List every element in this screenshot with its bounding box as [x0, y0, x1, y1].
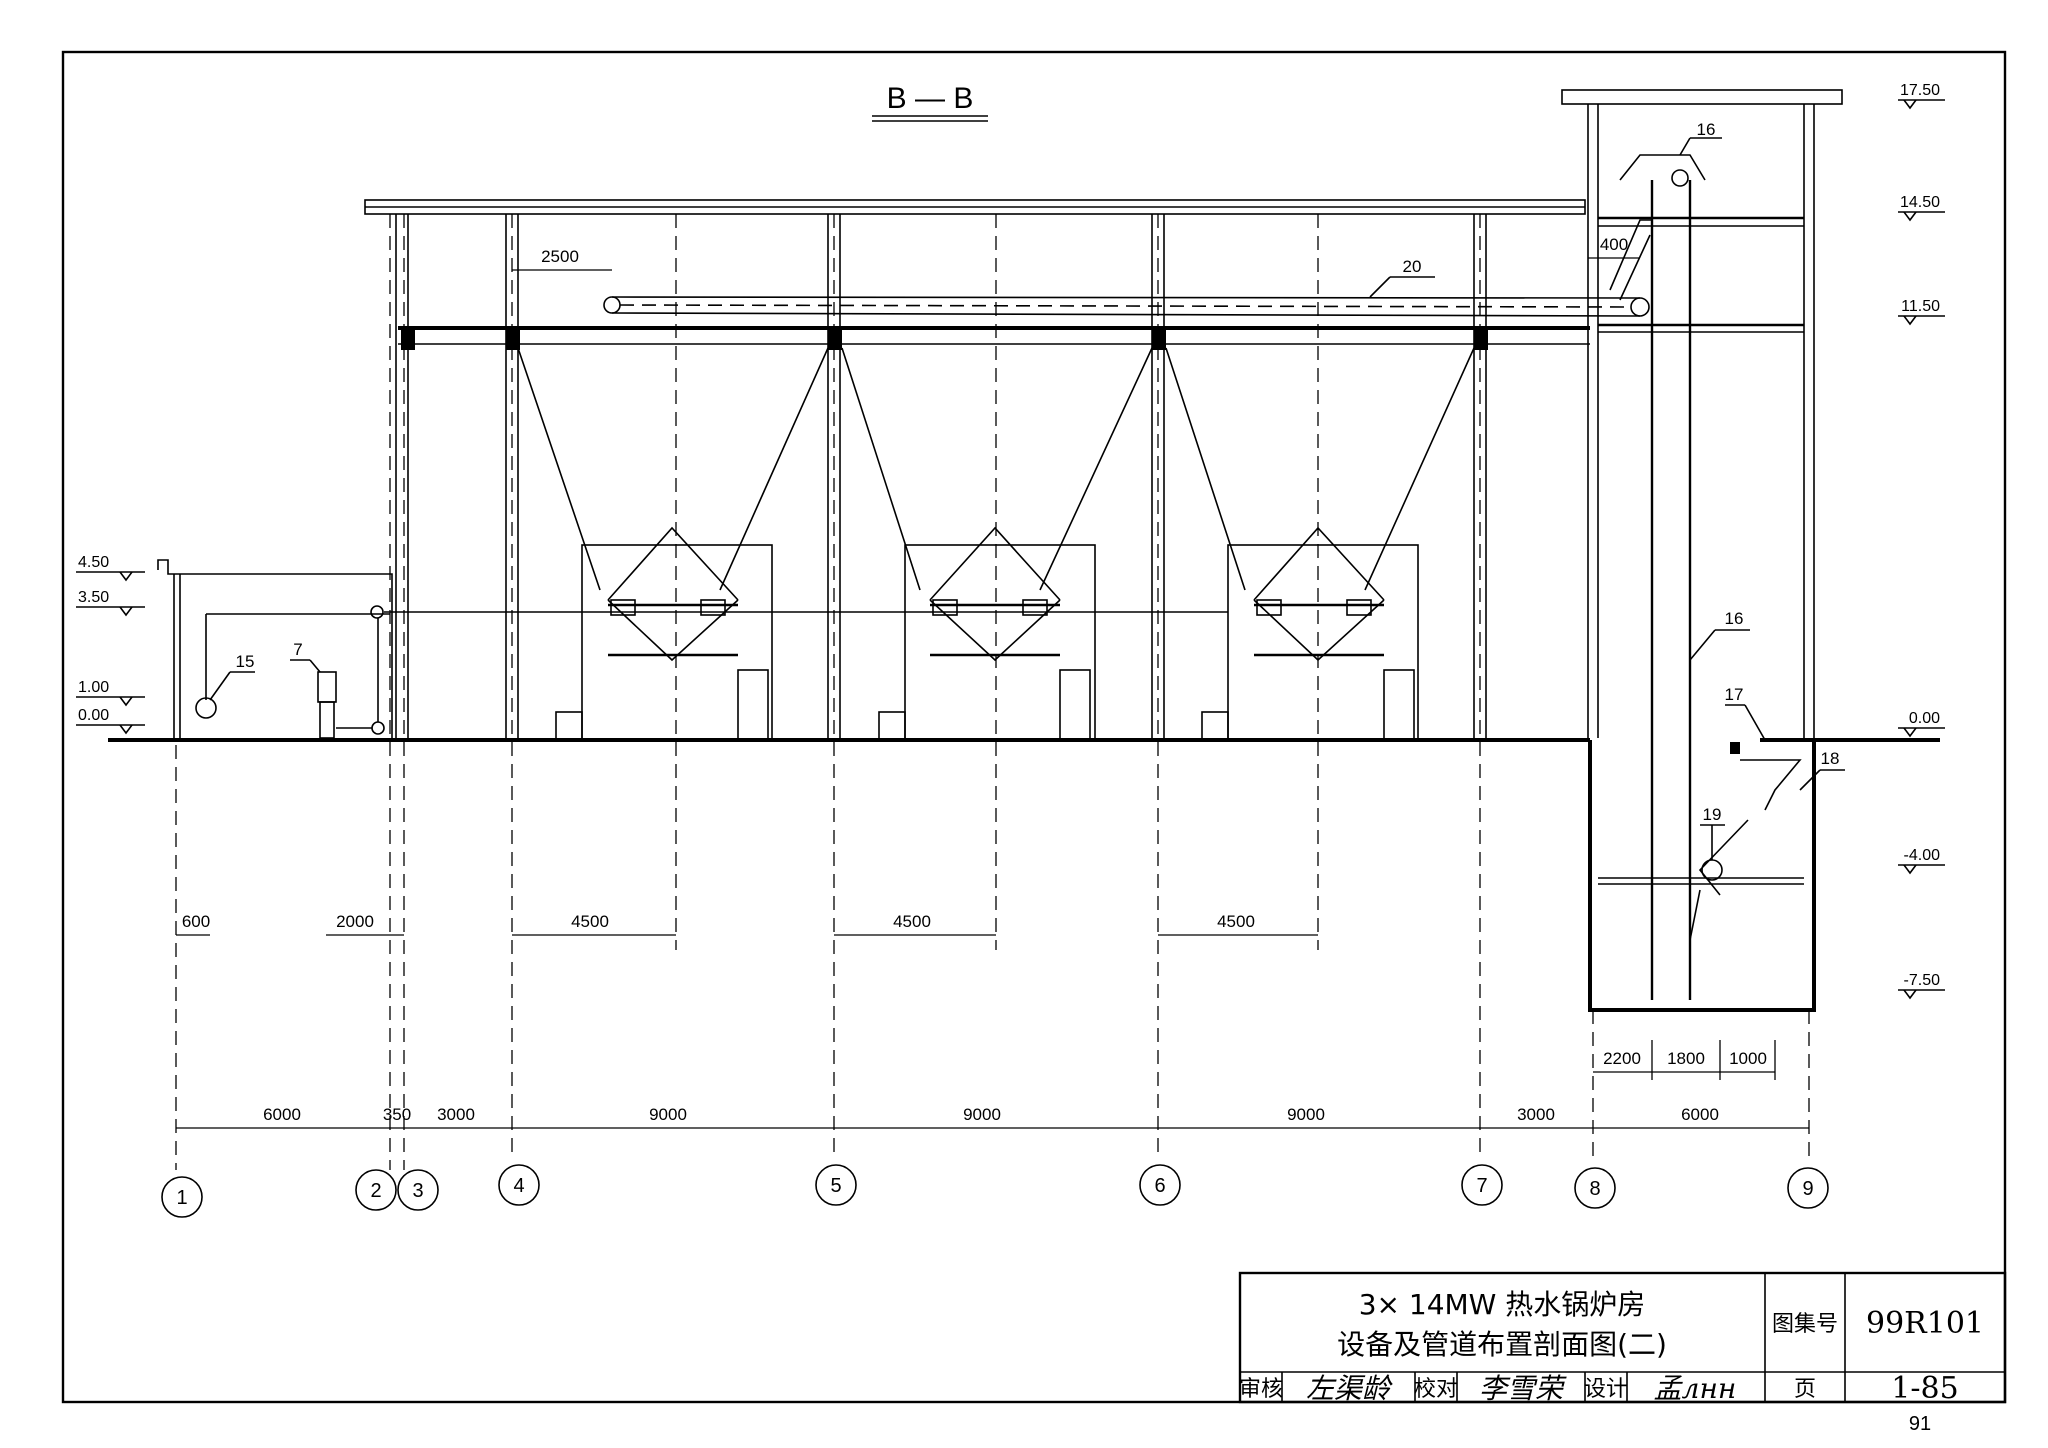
boiler-3	[1201, 526, 1419, 741]
dimension-row-2	[1593, 1040, 1776, 1080]
dim-9000-c: 9000	[1287, 1105, 1325, 1124]
section-title: B — B	[887, 82, 974, 115]
elevation-11-50: 11.50	[1901, 298, 1940, 315]
dim-1000: 1000	[1729, 1049, 1767, 1068]
axis-bubbles	[161, 1164, 1829, 1218]
dim-4500-c: 4500	[1217, 912, 1255, 931]
axis-3: 3	[412, 1180, 423, 1202]
axis-4: 4	[513, 1175, 524, 1197]
dim-4500-a: 4500	[571, 912, 609, 931]
boiler-1	[555, 526, 773, 741]
elevation-14-50: 14.50	[1900, 194, 1940, 211]
sheet-border	[61, 50, 2007, 1404]
dim-2500: 2500	[541, 247, 579, 266]
dim-9000-b: 9000	[963, 1105, 1001, 1124]
elevation-1-00: 1.00	[78, 679, 109, 696]
callout-20: 20	[1403, 257, 1422, 276]
page-number: 1-85	[1891, 1371, 1958, 1406]
dim-1800: 1800	[1667, 1049, 1705, 1068]
review-signature: 左渠龄	[1306, 1372, 1393, 1405]
dim-2200: 2200	[1603, 1049, 1641, 1068]
drawing-title-line2: 设备及管道布置剖面图(二)	[1337, 1328, 1667, 1361]
design-signature: 孟лнн	[1654, 1372, 1737, 1405]
elevation-3-50: 3.50	[78, 589, 109, 606]
review-label: 审核	[1239, 1377, 1283, 1402]
elevation-17-50: 17.50	[1900, 82, 1940, 99]
axis-9: 9	[1802, 1178, 1813, 1200]
axis-5: 5	[830, 1175, 841, 1197]
pump-room	[157, 559, 1228, 739]
axis-7: 7	[1476, 1175, 1487, 1197]
dim-3000-b: 3000	[1517, 1105, 1555, 1124]
elevator-pit	[1588, 740, 1816, 1012]
design-label: 设计	[1584, 1377, 1628, 1402]
callout-leaders	[209, 137, 1845, 860]
elevation-marks-right	[1898, 99, 1945, 1000]
check-signature: 李雪荣	[1479, 1372, 1567, 1405]
axis-2: 2	[370, 1180, 381, 1202]
atlas-number: 99R101	[1866, 1306, 1984, 1341]
bin-support-beam	[398, 326, 1590, 350]
dim-6000-b: 6000	[1681, 1105, 1719, 1124]
dim-9000-a: 9000	[649, 1105, 687, 1124]
columns	[395, 214, 1487, 738]
bucket-elevator-tower	[1561, 89, 1843, 1000]
callout-18: 18	[1821, 749, 1840, 768]
elevation-0-00-right: 0.00	[1909, 710, 1940, 727]
elevation-0-00-left: 0.00	[78, 707, 109, 724]
dim-4500-b: 4500	[893, 912, 931, 931]
coal-bins	[517, 347, 1475, 591]
callout-19: 19	[1703, 805, 1722, 824]
axis-6: 6	[1154, 1175, 1165, 1197]
elevation-marks-left	[76, 571, 145, 735]
page-label: 页	[1794, 1377, 1816, 1402]
dim-350: 350	[383, 1105, 411, 1124]
dim-600: 600	[182, 912, 210, 931]
callout-15: 15	[236, 652, 255, 671]
callout-16-mid: 16	[1725, 609, 1744, 628]
callout-7: 7	[293, 640, 302, 659]
elevation-neg-4-00: -4.00	[1904, 847, 1941, 864]
dim-6000-a: 6000	[263, 1105, 301, 1124]
dim-2000: 2000	[336, 912, 374, 931]
sheet-number: 91	[1909, 1413, 1931, 1435]
roof	[364, 199, 1586, 215]
belt-conveyor-20	[603, 296, 1650, 317]
check-label: 校对	[1414, 1377, 1458, 1402]
elevation-4-50: 4.50	[78, 554, 109, 571]
axis-lines	[175, 214, 1810, 1170]
callout-16-top: 16	[1697, 120, 1716, 139]
boiler-2	[878, 526, 1096, 741]
drawing-title-line1: 3× 14MW 热水锅炉房	[1359, 1288, 1646, 1321]
dim-400: 400	[1600, 235, 1628, 254]
elevation-neg-7-50: -7.50	[1904, 972, 1941, 989]
title-block	[1238, 1271, 2007, 1404]
atlas-label: 图集号	[1772, 1312, 1838, 1337]
callout-17: 17	[1725, 685, 1744, 704]
axis-8: 8	[1589, 1178, 1600, 1200]
axis-1: 1	[176, 1187, 187, 1209]
dim-3000-a: 3000	[437, 1105, 475, 1124]
